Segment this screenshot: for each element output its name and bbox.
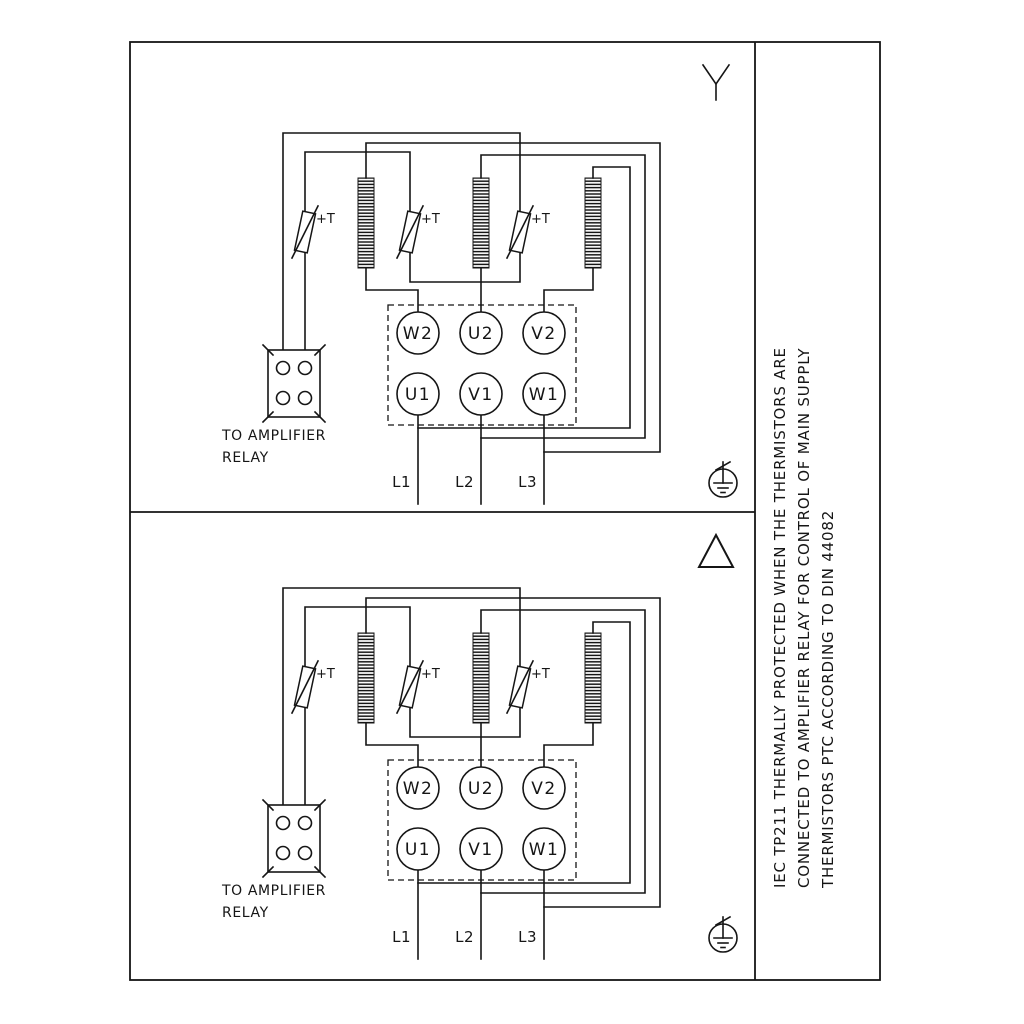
- side-note-line2: CONNECTED TO AMPLIFIER RELAY FOR CONTROL…: [795, 348, 813, 888]
- outer-border: [129, 41, 881, 981]
- top-panel-star-diagram: [220, 132, 738, 505]
- bottom-panel-delta-diagram: [220, 587, 738, 960]
- star-symbol-lines: [701, 63, 731, 101]
- side-note-line1: IEC TP211 THERMALLY PROTECTED WHEN THE T…: [771, 347, 789, 888]
- star-symbol-icon: [701, 63, 731, 101]
- delta-symbol-icon: [697, 532, 735, 568]
- side-note: IEC TP211 THERMALLY PROTECTED WHEN THE T…: [771, 347, 837, 889]
- side-note-line3: THERMISTORS PTC ACCORDING TO DIN 44082: [819, 510, 837, 889]
